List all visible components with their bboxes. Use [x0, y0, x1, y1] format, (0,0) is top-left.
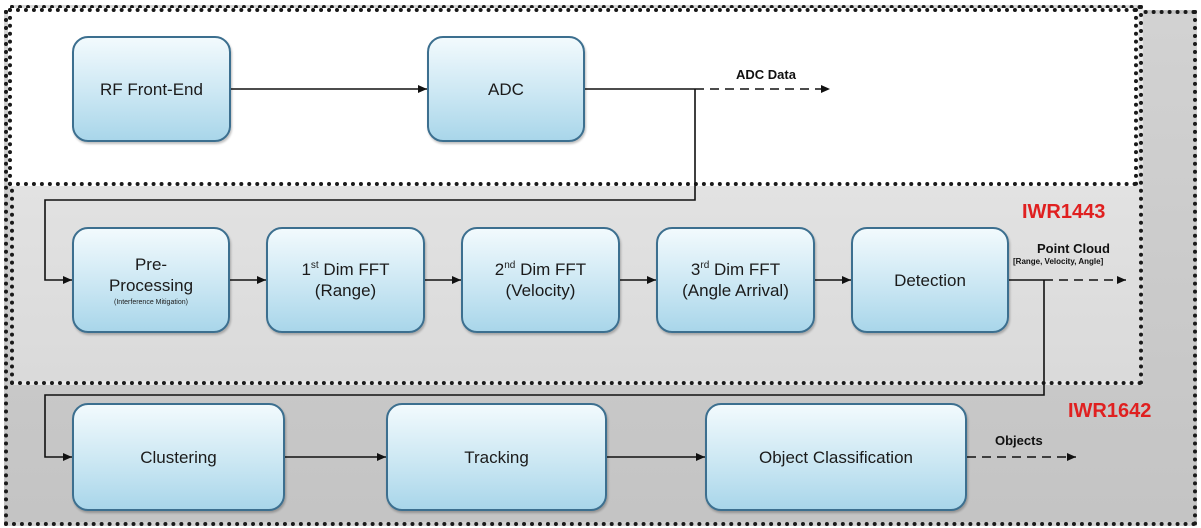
- point-cloud-label: Point Cloud: [1037, 241, 1110, 256]
- wire-detection-to-clustering: [44, 280, 1045, 461]
- fft3-title: 3rd Dim FFT: [691, 259, 780, 280]
- adc-label: ADC: [488, 79, 524, 99]
- tracking-block: Tracking: [386, 403, 607, 511]
- iwr1443-label: IWR1443: [1022, 201, 1106, 223]
- fft2-suffix: nd: [504, 260, 516, 271]
- object-classification-label: Object Classification: [758, 447, 913, 467]
- fft2-block: 2nd Dim FFT (Velocity): [461, 227, 620, 333]
- fft3-ordinal: 3: [690, 260, 701, 279]
- point-cloud-detail-label: [Range, Velocity, Angle]: [1013, 257, 1104, 266]
- fft2-ordinal: 2: [494, 260, 505, 279]
- fft3-text: Dim FFT: [709, 260, 781, 279]
- tracking-label: Tracking: [464, 447, 529, 467]
- fft3-block: 3rd Dim FFT (Angle Arrival): [656, 227, 815, 333]
- rf-frontend-block: RF Front-End: [72, 36, 231, 142]
- fft1-title: 1st Dim FFT: [301, 259, 389, 280]
- fft1-suffix: st: [310, 260, 319, 271]
- rf-frontend-label: RF Front-End: [100, 79, 203, 99]
- adc-data-label: ADC Data: [736, 67, 796, 82]
- iwr1642-label: IWR1642: [1068, 400, 1152, 422]
- fft1-paren: (Range): [314, 281, 377, 300]
- adc-block: ADC: [427, 36, 585, 142]
- fft1-block: 1st Dim FFT (Range): [266, 227, 425, 333]
- fft2-title: 2nd Dim FFT: [495, 259, 586, 280]
- object-classification-block: Object Classification: [705, 403, 967, 511]
- detection-label: Detection: [894, 270, 966, 290]
- fft1-ordinal: 1: [301, 260, 311, 279]
- fft2-text: Dim FFT: [515, 260, 587, 279]
- fft2-paren: (Velocity): [505, 281, 576, 300]
- fft3-suffix: rd: [700, 260, 710, 271]
- preprocessing-line2: Processing: [108, 275, 194, 295]
- preprocessing-line1: Pre-: [134, 254, 168, 274]
- objects-label: Objects: [995, 433, 1043, 448]
- clustering-label: Clustering: [140, 447, 217, 467]
- fft1-text: Dim FFT: [318, 260, 390, 279]
- clustering-block: Clustering: [72, 403, 285, 511]
- preprocessing-note: (Interference Mitigation): [114, 298, 188, 306]
- wire-adc-to-preprocessing: [44, 89, 696, 284]
- detection-block: Detection: [851, 227, 1009, 333]
- fft3-paren: (Angle Arrival): [682, 281, 789, 300]
- preprocessing-block: Pre- Processing (Interference Mitigation…: [72, 227, 230, 333]
